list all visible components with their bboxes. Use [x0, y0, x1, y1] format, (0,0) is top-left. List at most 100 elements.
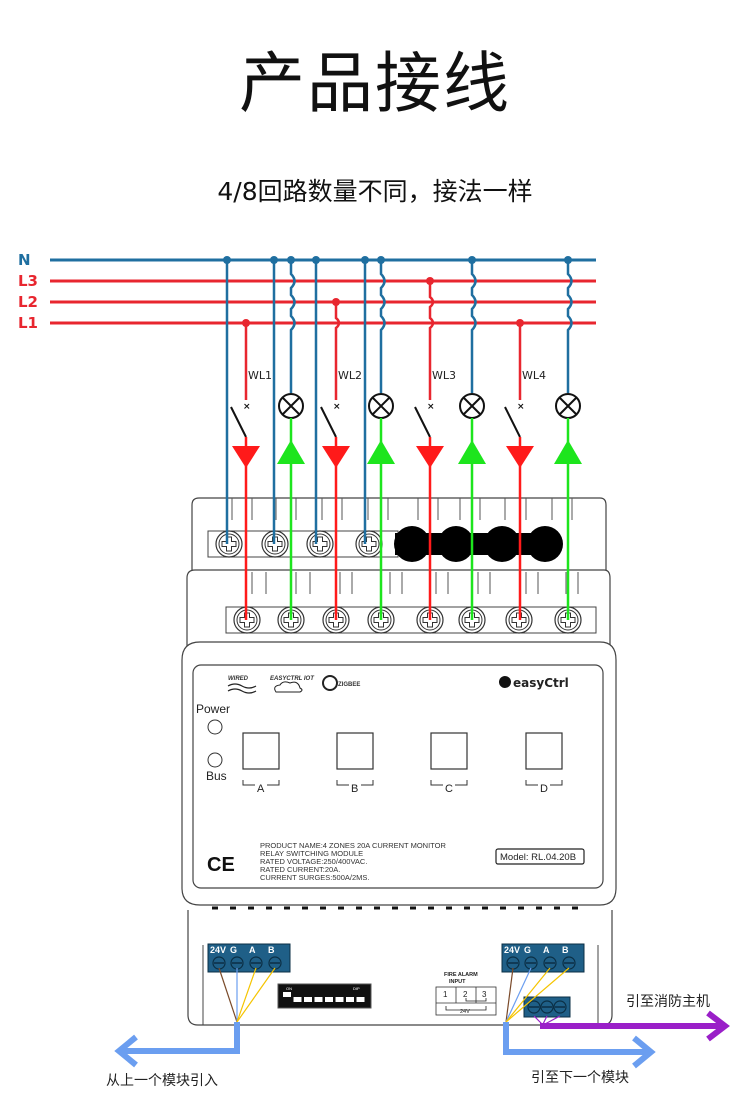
- arrow-from-previous: [114, 1022, 240, 1068]
- down-arrow-icon: [416, 446, 444, 468]
- switch-contact-mark: ×: [333, 402, 341, 412]
- device-body: [181, 497, 617, 1026]
- lamp-cross: [559, 397, 577, 415]
- channel-button-c[interactable]: C: [430, 732, 468, 795]
- dip-key-2[interactable]: [293, 997, 302, 1002]
- brand-e-icon: [499, 676, 511, 688]
- lamp-icon: [278, 393, 304, 419]
- lamp-icon: [368, 393, 394, 419]
- channel-key[interactable]: [336, 732, 374, 770]
- neutral-drop-1: [223, 256, 231, 544]
- up-arrow-icon: [458, 440, 486, 464]
- bus-wires-left: [218, 967, 276, 1023]
- brand-logo: easyCtrl: [513, 676, 569, 690]
- switch-blade: [230, 406, 247, 438]
- panel-logos: WIRED EASYCTRL IOT ZIGBEE easyCtrl: [227, 675, 569, 694]
- fire-pin-2: 2: [463, 990, 468, 999]
- down-arrow-icon: [506, 446, 534, 468]
- spec-line: CURRENT SURGES:500A/2MS.: [260, 873, 369, 882]
- up-arrow-icon: [277, 440, 305, 464]
- dip-key-6[interactable]: [335, 997, 344, 1002]
- channel-key[interactable]: [430, 732, 468, 770]
- circuit-wl1: WL1×: [230, 256, 305, 620]
- junction-dot: [332, 298, 340, 306]
- circuit-wl3: WL3×: [414, 256, 486, 620]
- switch-blade: [504, 406, 521, 438]
- down-arrow-icon: [322, 446, 350, 468]
- junction-dot: [270, 256, 278, 264]
- spec-line: RATED VOLTAGE:250/400VAC.: [260, 857, 367, 866]
- neutral-drop-3: [312, 256, 320, 544]
- channel-key[interactable]: [525, 732, 563, 770]
- wave-icon: [227, 683, 257, 694]
- spec-line: PRODUCT NAME:4 ZONES 20A CURRENT MONITOR: [260, 841, 446, 850]
- channel-button-d[interactable]: D: [525, 732, 563, 795]
- bus-label-l3: L3: [18, 272, 38, 290]
- switch-blade: [414, 406, 431, 438]
- fire-alarm-input: FIRE ALARM INPUT 1 2 3 24V: [435, 972, 497, 1016]
- power-led: [207, 719, 223, 735]
- junction-dot: [377, 256, 385, 264]
- bus-label-l1: L1: [18, 314, 38, 332]
- channel-bracket: [336, 780, 374, 786]
- channel-label: D: [540, 783, 548, 795]
- model-plate: [495, 848, 585, 865]
- junction-dot: [223, 256, 231, 264]
- terminal-label: A: [249, 945, 256, 955]
- terminal-label: G: [524, 945, 531, 955]
- spec-line: RATED CURRENT:20A.: [260, 865, 340, 874]
- junction-dot: [287, 256, 295, 264]
- lamp-neutral-wire: [470, 260, 477, 393]
- ce-mark: CE: [207, 854, 235, 876]
- arrow-to-next: [503, 1022, 656, 1069]
- channel-bracket: [525, 780, 563, 786]
- logo-zigbee: ZIGBEE: [338, 682, 360, 688]
- up-arrow-icon: [367, 440, 395, 464]
- neutral-drop-4: [361, 256, 369, 544]
- power-label: Power: [196, 702, 230, 716]
- fire-pin-3: 3: [482, 990, 487, 999]
- bus-wires-right: [505, 967, 570, 1023]
- bus-label-n: N: [18, 251, 31, 269]
- channel-button-b[interactable]: B: [336, 732, 374, 795]
- lamp-icon: [555, 393, 581, 419]
- dip-key-5[interactable]: [325, 997, 333, 1002]
- up-arrow-icon: [554, 440, 582, 464]
- terminal-label: G: [230, 945, 237, 955]
- dip-key-7[interactable]: [346, 997, 354, 1002]
- channel-bracket: [430, 780, 468, 786]
- channel-bracket: [242, 780, 280, 786]
- terminal-label: 24V: [504, 945, 520, 955]
- channel-buttons: A B C D: [242, 732, 563, 795]
- terminal-label: B: [562, 945, 569, 955]
- dip-key-8[interactable]: [356, 997, 365, 1002]
- circuit-wl4: WL4×: [504, 256, 582, 620]
- dip-key-1[interactable]: [283, 992, 291, 997]
- circuits: WL1×WL2×WL3×WL4×: [223, 256, 582, 620]
- channel-button-a[interactable]: A: [242, 732, 280, 795]
- circuit-label: WL4: [522, 369, 546, 382]
- channel-label: C: [445, 783, 453, 795]
- dip-key-4[interactable]: [314, 997, 323, 1002]
- dip-switch[interactable]: ON DIP: [277, 983, 372, 1009]
- caption-to-next: 引至下一个模块: [531, 1070, 629, 1086]
- fire-alarm-title: FIRE ALARM: [444, 972, 478, 978]
- circuit-wl2: WL2×: [320, 256, 395, 620]
- dip-key-3[interactable]: [304, 997, 312, 1002]
- page-subtitle: 4/8回路数量不同，接法一样: [217, 177, 533, 206]
- junction-dot: [242, 319, 250, 327]
- bus-label-l2: L2: [18, 293, 38, 311]
- channel-key[interactable]: [242, 732, 280, 770]
- lamp-cross: [372, 397, 390, 415]
- spec-line: RELAY SWITCHING MODULE: [260, 849, 363, 858]
- terminal-label: B: [268, 945, 275, 955]
- fire-voltage: 24V: [460, 1009, 470, 1015]
- channel-label: A: [257, 783, 265, 795]
- lamp-neutral-wire: [379, 260, 386, 393]
- junction-dot: [468, 256, 476, 264]
- junction-dot: [564, 256, 572, 264]
- circuit-label: WL3: [432, 369, 456, 382]
